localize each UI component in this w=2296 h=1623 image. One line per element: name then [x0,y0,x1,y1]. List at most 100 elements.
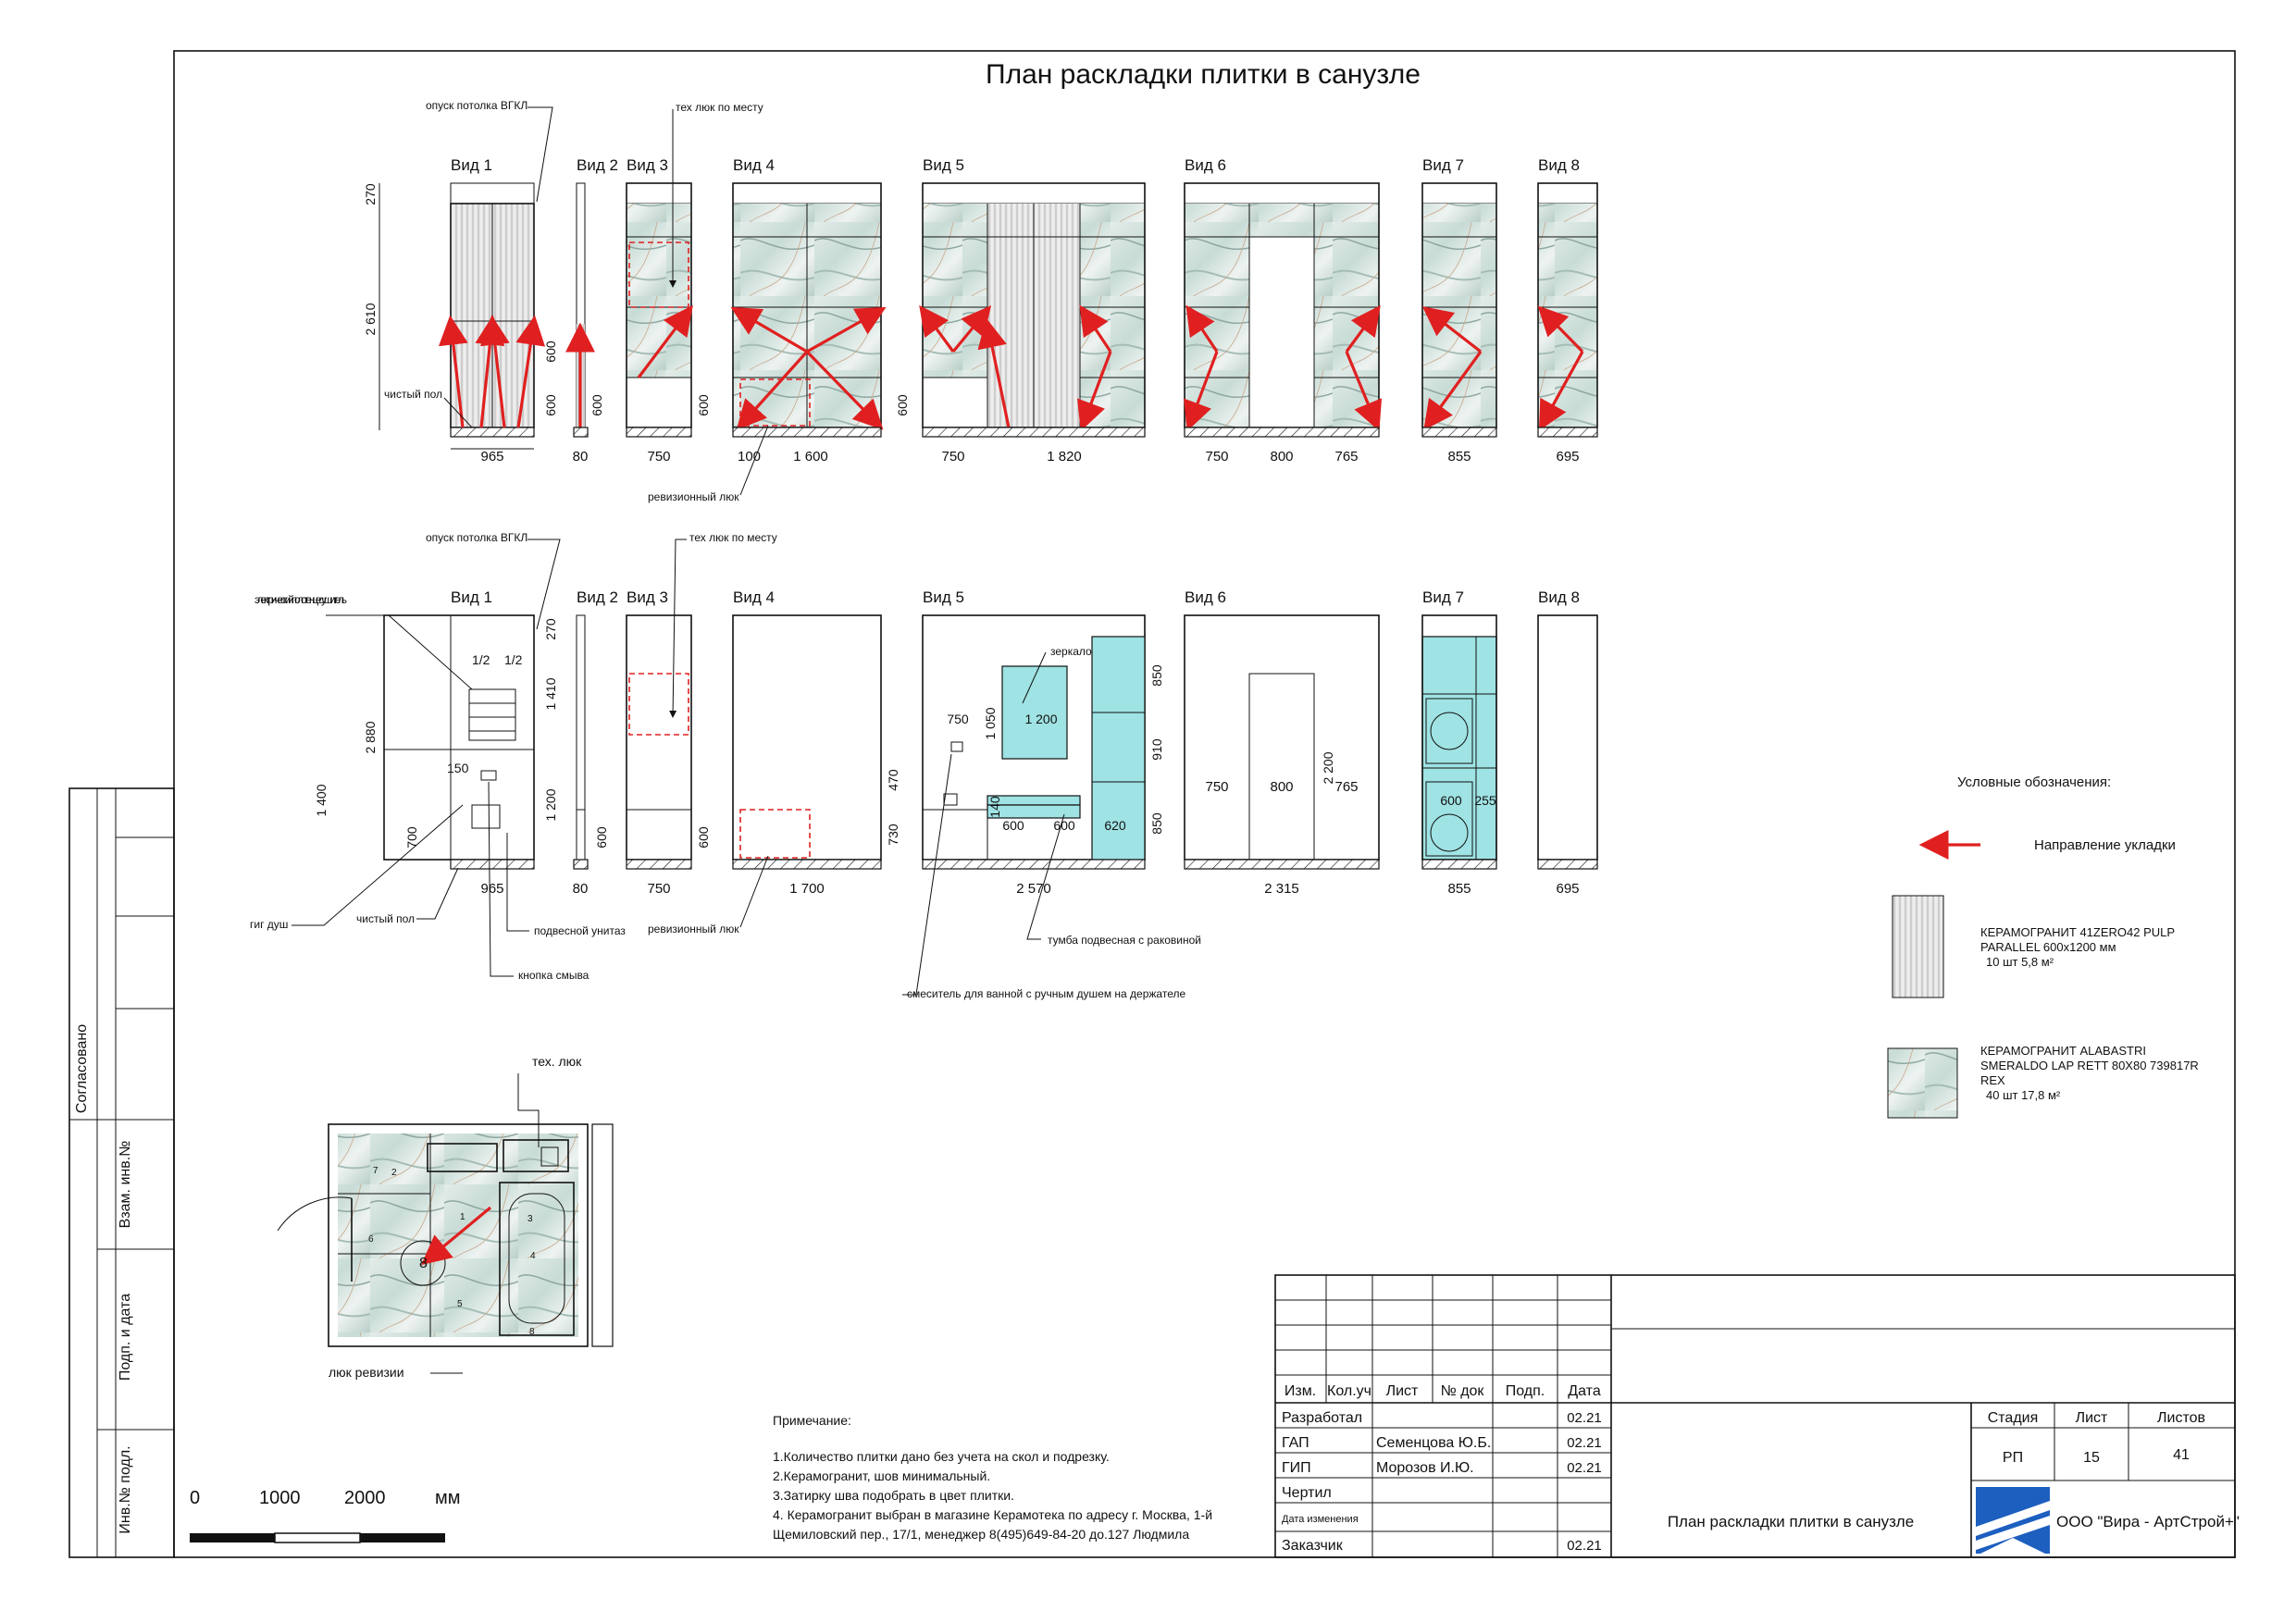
plan-number: 8 [529,1327,535,1337]
callout: зеркало [1050,645,1092,658]
scale-tick: 0 [190,1488,200,1508]
dim-label: 1 600 [793,449,828,465]
view-label: Вид 7 [1422,588,1464,606]
tb-stage-header: Лист [2076,1410,2108,1426]
dim-label: 965 [480,881,503,897]
tb-date: 02.21 [1567,1410,1602,1426]
scale-tick: 2000 [344,1488,386,1508]
legend-tile1-name: КЕРАМОГРАНИТ 41ZERO42 PULP PARALLEL 600х… [1980,925,2175,954]
callout: подвесной унитаз [534,924,626,937]
dim-label: 750 [647,881,670,897]
tb-sheet-title: План раскладки плитки в санузле [1668,1513,1914,1530]
dim-label: 80 [573,449,589,465]
notes-heading: Примечание: [773,1413,851,1428]
callout: опуск потолка ВГКЛ [426,531,527,544]
dim-label: 600 [594,826,609,849]
view-label: Вид 6 [1185,156,1226,174]
page-title: План раскладки плитки в санузле [986,59,1421,90]
dim-label: 750 [647,449,670,465]
row2-views: Вид 1 965 1/2 1/2 270 1 410 1 200 2 880 … [250,531,1598,1000]
scale-unit: мм [435,1488,461,1508]
dim-label: 750 [941,449,964,465]
tb-stage-header: Листов [2157,1410,2205,1426]
tb-role: Разработал [1282,1410,1362,1426]
dim-label: 2 880 [363,721,378,753]
dim-label: 600 [895,394,910,416]
plan-number: 4 [530,1251,536,1261]
dim-label: 600 [1053,818,1075,833]
dim-label: 600 [590,394,604,416]
legend-tile2-qty: 40 шт 17,8 м² [1986,1088,2061,1102]
plan-number: 5 [457,1299,463,1309]
dim-label: 855 [1447,881,1471,897]
notes-block: Примечание: 1.Количество плитки дано без… [773,1413,1212,1542]
note-item: 3.Затирку шва подобрать в цвет плитки. [773,1488,1014,1503]
dim-label: 150 [447,761,469,775]
tb-header: Лист [1386,1383,1419,1399]
side-stamp: Согласовано Взам. инв.№ Подп. и дата Инв… [68,787,175,1558]
callout: электрический полотенцесушитель [254,593,347,606]
dim-label: 1 410 [543,677,558,710]
plan-number: 2 [391,1168,397,1178]
dim-label: 2 200 [1321,751,1335,784]
plan-number: 7 [373,1166,379,1176]
view-label: Вид 6 [1185,588,1226,606]
dim-label: 600 [696,826,711,849]
view-label: Вид 5 [923,588,964,606]
note-item: Щемиловский пер., 17/1, менеджер 8(495)6… [773,1527,1190,1542]
dim-label: 1 050 [983,707,998,739]
plan-number: 1 [460,1212,465,1222]
dim-label: 1 820 [1047,449,1082,465]
dim-label: 2 315 [1264,881,1299,897]
tb-role: ГИП [1282,1460,1311,1476]
note-item: 1.Количество плитки дано без учета на ск… [773,1449,1110,1464]
stamp-label: Взам. инв.№ [118,1141,133,1229]
view-label: Вид 3 [627,156,668,174]
dim-label: 695 [1556,881,1579,897]
dim-label: 600 [1002,818,1024,833]
tb-role: ГАП [1282,1435,1309,1451]
dim-label: 910 [1149,738,1164,761]
dim-label: 270 [543,618,558,640]
dim-label: 695 [1556,449,1579,465]
callout: гиг душ [250,918,288,931]
company-logo-icon [1976,1487,2050,1554]
dim-label: 800 [1270,449,1293,465]
dim-label: 965 [480,449,503,465]
callout: чистый пол [356,912,415,925]
callout: тех люк по месту [689,531,777,544]
tb-stage-value: 15 [2083,1450,2100,1466]
callout: тех люк по месту [676,101,763,114]
tb-date: 02.21 [1567,1435,1602,1451]
dim-label: 2 610 [363,303,378,335]
dim-label: 620 [1104,818,1126,833]
legend-tile2-name: КЕРАМОГРАНИТ ALABASTRI SMERALDO LAP RETT… [1980,1044,2199,1087]
tb-date: 02.21 [1567,1538,1602,1554]
dim-label: 765 [1334,779,1358,795]
view-label: Вид 2 [577,588,618,606]
view-label: Вид 2 [577,156,618,174]
scale-bar: 0 1000 2000 мм [190,1488,461,1543]
tb-company: ООО "Вира - АртСтрой+" [2056,1513,2240,1530]
tb-stage-value: 41 [2173,1447,2190,1463]
tb-header: Изм. [1285,1383,1316,1399]
tb-header: Кол.уч [1327,1383,1371,1399]
dim-label: 855 [1447,449,1471,465]
tb-role: Заказчик [1282,1538,1344,1554]
callout: опуск потолка ВГКЛ [426,99,527,112]
tb-role: Чертил [1282,1485,1332,1501]
tb-role: Дата изменения [1282,1514,1359,1525]
view-label: Вид 8 [1538,588,1580,606]
dim-label: 2 570 [1016,881,1051,897]
tb-date: 02.21 [1567,1460,1602,1476]
legend-direction: Направление укладки [2034,837,2176,853]
dim-label: 140 [987,796,1002,818]
view-label: Вид 8 [1538,156,1580,174]
dim-label: 700 [404,826,419,849]
callout: люк ревизии [329,1365,404,1380]
callout: ревизионный люк [648,923,739,935]
callout: тумба подвесная с раковиной [1048,934,1201,947]
row1-views: Вид 1 965 270 2 610 Вид 2 80 600 600 Вид… [363,99,1598,503]
floor-plan: 8 1 3 4 5 6 7 2 8 тех. люк люк ревизии [277,1054,614,1380]
